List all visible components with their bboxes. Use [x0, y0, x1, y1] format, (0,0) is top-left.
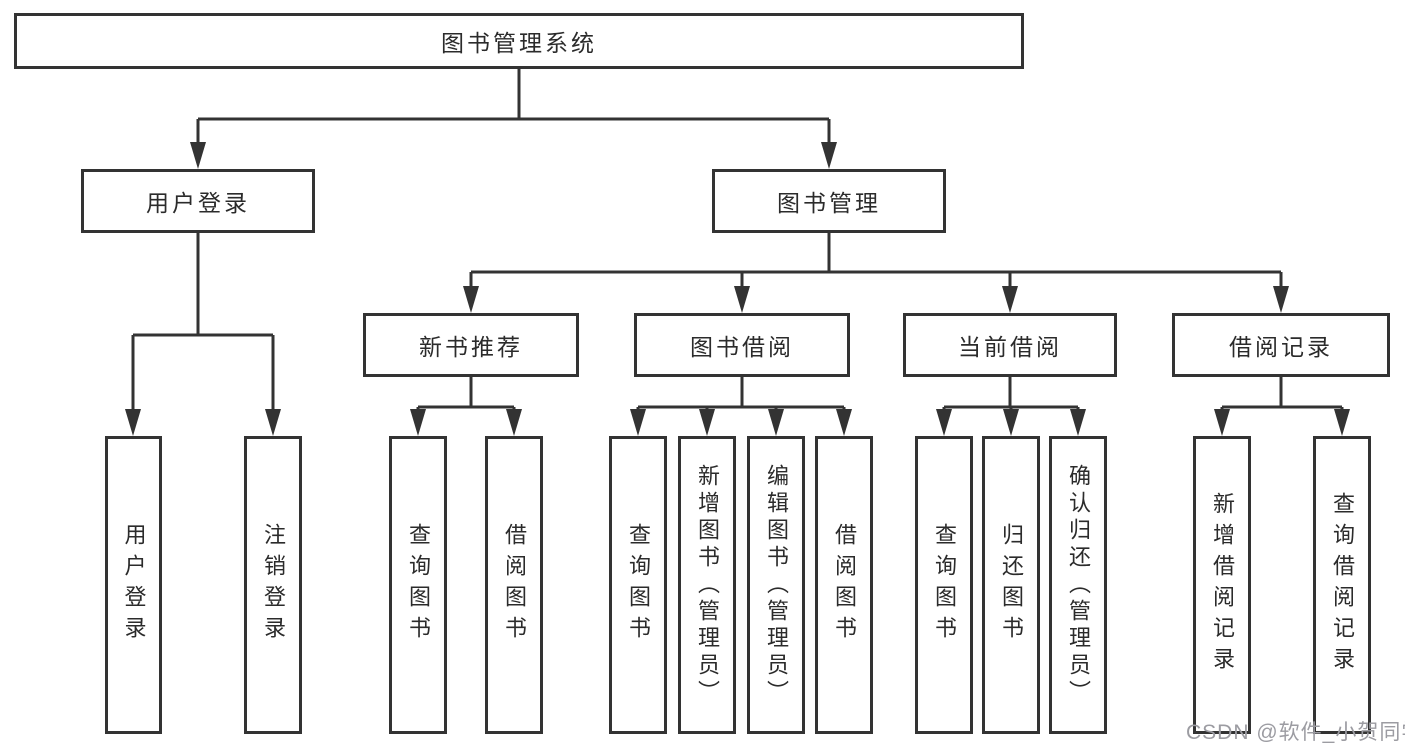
leaf-query-books-current-label: 查询图书: [932, 523, 957, 647]
leaf-borrow-books-label: 借阅图书: [832, 523, 857, 647]
leaf-query-borrow-record: 查询借阅记录: [1313, 436, 1371, 734]
leaf-user-login-label: 用户登录: [121, 523, 147, 647]
connector-borrowrecord-to-leaves: [1220, 377, 1344, 414]
leaf-query-books-borrow-label: 查询图书: [626, 523, 651, 647]
leaf-edit-book-admin: 编辑图书（管理员）: [747, 436, 805, 734]
leaf-confirm-return-admin: 确认归还（管理员）: [1049, 436, 1107, 734]
node-new-book-recommend: 新书推荐: [363, 313, 579, 377]
node-user-login: 用户登录: [81, 169, 315, 233]
leaf-logout-label: 注销登录: [261, 523, 286, 647]
node-book-borrow: 图书借阅: [634, 313, 850, 377]
node-new-book-recommend-label: 新书推荐: [419, 334, 523, 360]
leaf-query-borrow-record-label: 查询借阅记录: [1330, 492, 1355, 678]
leaf-confirm-return-admin-label: 确认归还（管理员）: [1066, 463, 1091, 707]
leaf-query-books-newbook: 查询图书: [389, 436, 447, 734]
leaf-query-books-current: 查询图书: [915, 436, 973, 734]
leaf-edit-book-admin-label: 编辑图书（管理员）: [764, 463, 789, 707]
connector-root-to-level2: [196, 69, 831, 147]
node-book-borrow-label: 图书借阅: [690, 334, 794, 360]
node-borrow-records-label: 借阅记录: [1229, 334, 1333, 360]
leaf-add-book-admin: 新增图书（管理员）: [678, 436, 736, 734]
connector-bookborrow-to-leaves: [636, 377, 846, 414]
node-borrow-records: 借阅记录: [1172, 313, 1390, 377]
leaf-return-book-label: 归还图书: [999, 523, 1024, 647]
connector-bookmgmt-to-level3: [469, 233, 1283, 291]
leaf-return-book: 归还图书: [982, 436, 1040, 734]
leaf-user-login: 用户登录: [105, 436, 162, 734]
node-book-management-label: 图书管理: [777, 190, 881, 216]
leaf-borrow-books-newbook: 借阅图书: [485, 436, 543, 734]
node-root-label: 图书管理系统: [441, 30, 597, 56]
connector-userlogin-to-leaves: [131, 233, 275, 414]
connector-newbook-to-leaves: [416, 377, 516, 414]
node-root: 图书管理系统: [14, 13, 1024, 69]
node-book-management: 图书管理: [712, 169, 946, 233]
leaf-logout: 注销登录: [244, 436, 302, 734]
node-current-borrow: 当前借阅: [903, 313, 1117, 377]
leaf-add-borrow-record-label: 新增借阅记录: [1210, 492, 1235, 678]
node-user-login-label: 用户登录: [146, 190, 250, 216]
node-current-borrow-label: 当前借阅: [958, 334, 1062, 360]
connector-currentborrow-to-leaves: [942, 377, 1080, 414]
leaf-borrow-books-newbook-label: 借阅图书: [502, 523, 527, 647]
arrowheads: [125, 142, 1350, 436]
leaf-query-books-borrow: 查询图书: [609, 436, 667, 734]
leaf-borrow-books: 借阅图书: [815, 436, 873, 734]
watermark: CSDN @软件_小贺同学: [1186, 721, 1405, 744]
leaf-add-book-admin-label: 新增图书（管理员）: [695, 463, 720, 707]
leaf-add-borrow-record: 新增借阅记录: [1193, 436, 1251, 734]
leaf-query-books-newbook-label: 查询图书: [406, 523, 431, 647]
